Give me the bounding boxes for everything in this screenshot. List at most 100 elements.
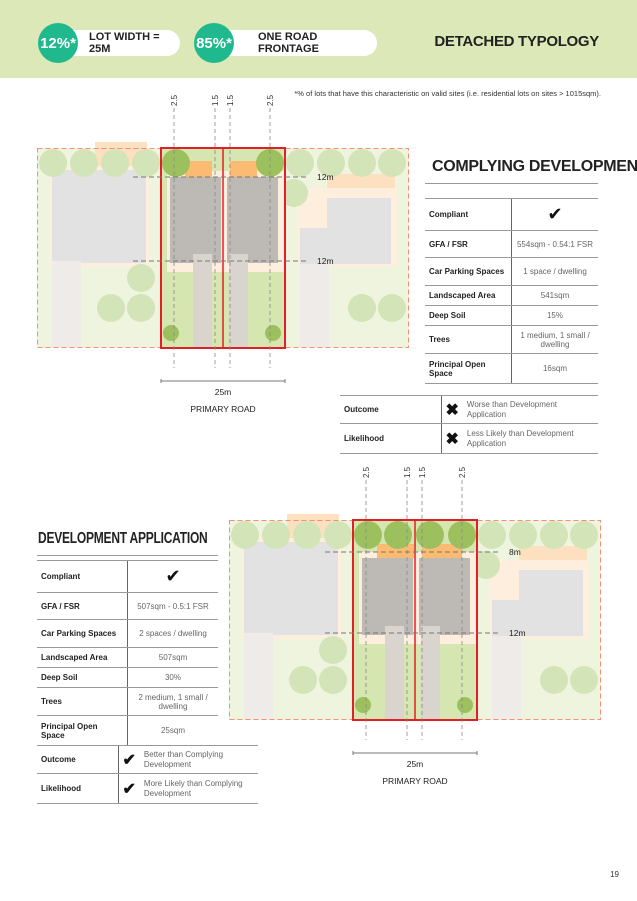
tree — [570, 666, 598, 694]
page-title: DETACHED TYPOLOGY — [434, 33, 599, 50]
road-label: PRIMARY ROAD — [190, 404, 255, 414]
tree-proposed — [162, 149, 190, 177]
row-label: Deep Soil — [425, 305, 512, 326]
road-frontage-label: ONE ROAD FRONTAGE — [258, 31, 319, 55]
neighbour-house — [244, 542, 338, 635]
tree-proposed — [384, 521, 412, 549]
tree-small — [457, 697, 473, 713]
outcome-row: Likelihood✔More Likely than Complying De… — [37, 773, 258, 804]
tree — [286, 149, 314, 177]
tree — [348, 294, 376, 322]
page-number: 19 — [610, 870, 619, 879]
outcome-row: Likelihood✖Less Likely than Development … — [340, 423, 598, 454]
dwelling — [419, 558, 470, 635]
outcome-label: Outcome — [37, 745, 118, 774]
row-value: 507sqm - 0.5:1 FSR — [127, 592, 218, 620]
tree — [509, 521, 537, 549]
row-value: 1 medium, 1 small / dwelling — [511, 325, 598, 354]
outcome-value: ✔Better than Complying Development — [117, 745, 258, 774]
check-icon: ✔ — [122, 780, 136, 798]
tree — [324, 521, 352, 549]
tree — [378, 149, 406, 177]
row-value: 15% — [511, 305, 598, 326]
rear-setback-label: 12m — [509, 628, 526, 638]
table-row: Compliant✔ — [425, 198, 598, 231]
neighbour-house — [327, 198, 391, 264]
row-label: Principal Open Space — [37, 715, 128, 746]
width-label: 25m — [215, 387, 232, 397]
outcome-text: More Likely than Complying Development — [143, 779, 243, 798]
tree-proposed — [354, 521, 382, 549]
tree — [39, 149, 67, 177]
row-label: Landscaped Area — [425, 285, 512, 306]
tree-small — [355, 697, 371, 713]
driveway — [229, 254, 248, 348]
row-label: Landscaped Area — [37, 647, 128, 668]
setback-label: 1.5m — [418, 467, 427, 478]
neighbour-driveway — [492, 636, 521, 720]
outcome-value: ✖Less Likely than Development Applicatio… — [440, 423, 598, 454]
check-icon: ✔ — [127, 560, 218, 593]
row-label: Compliant — [37, 560, 128, 593]
rear-setback-label: 12m — [317, 256, 334, 266]
front-setback-label: 8m — [509, 547, 521, 557]
complying-outcome-table: Outcome✖Worse than Development Applicati… — [340, 395, 598, 454]
tree-proposed — [416, 521, 444, 549]
tree — [231, 521, 259, 549]
row-label: Compliant — [425, 198, 512, 231]
tree — [570, 521, 598, 549]
tree-proposed — [448, 521, 476, 549]
tree — [317, 149, 345, 177]
tree — [280, 179, 308, 207]
divider — [425, 183, 598, 184]
row-value: 2 medium, 1 small / dwelling — [127, 687, 218, 716]
outcome-row: Outcome✔Better than Complying Developmen… — [37, 745, 258, 774]
lot-width-percent: 12%* — [38, 23, 78, 63]
row-label: Car Parking Spaces — [37, 619, 128, 648]
da-title: DEVELOPMENT APPLICATION — [38, 530, 208, 547]
dwelling — [227, 177, 278, 263]
tree — [472, 551, 500, 579]
tree — [289, 666, 317, 694]
divider — [37, 555, 218, 556]
tree — [478, 521, 506, 549]
lot-width-label: LOT WIDTH = 25M — [89, 31, 160, 55]
outcome-value: ✖Worse than Development Application — [440, 395, 598, 424]
driveway — [193, 254, 212, 348]
setback-label: 1.5m — [211, 95, 220, 106]
tree — [127, 294, 155, 322]
cross-icon: ✖ — [445, 401, 459, 419]
outcome-text: Less Likely than Development Application — [466, 429, 574, 448]
row-value: 554sqm - 0.54:1 FSR — [511, 230, 598, 258]
row-value: 30% — [127, 667, 218, 688]
neighbour-driveway — [300, 264, 329, 348]
tree — [319, 636, 347, 664]
row-label: Principal Open Space — [425, 353, 512, 384]
da-outcome-table: Outcome✔Better than Complying Developmen… — [37, 745, 258, 804]
tree — [127, 264, 155, 292]
row-label: Deep Soil — [37, 667, 128, 688]
row-value: 2 spaces / dwelling — [127, 619, 218, 648]
tree-small — [265, 325, 281, 341]
tree — [378, 294, 406, 322]
row-label: GFA / FSR — [37, 592, 128, 620]
tree — [101, 149, 129, 177]
outcome-text: Better than Complying Development — [143, 750, 224, 769]
neighbour-house — [492, 600, 522, 636]
footnote: *% of lots that have this characteristic… — [294, 89, 601, 98]
